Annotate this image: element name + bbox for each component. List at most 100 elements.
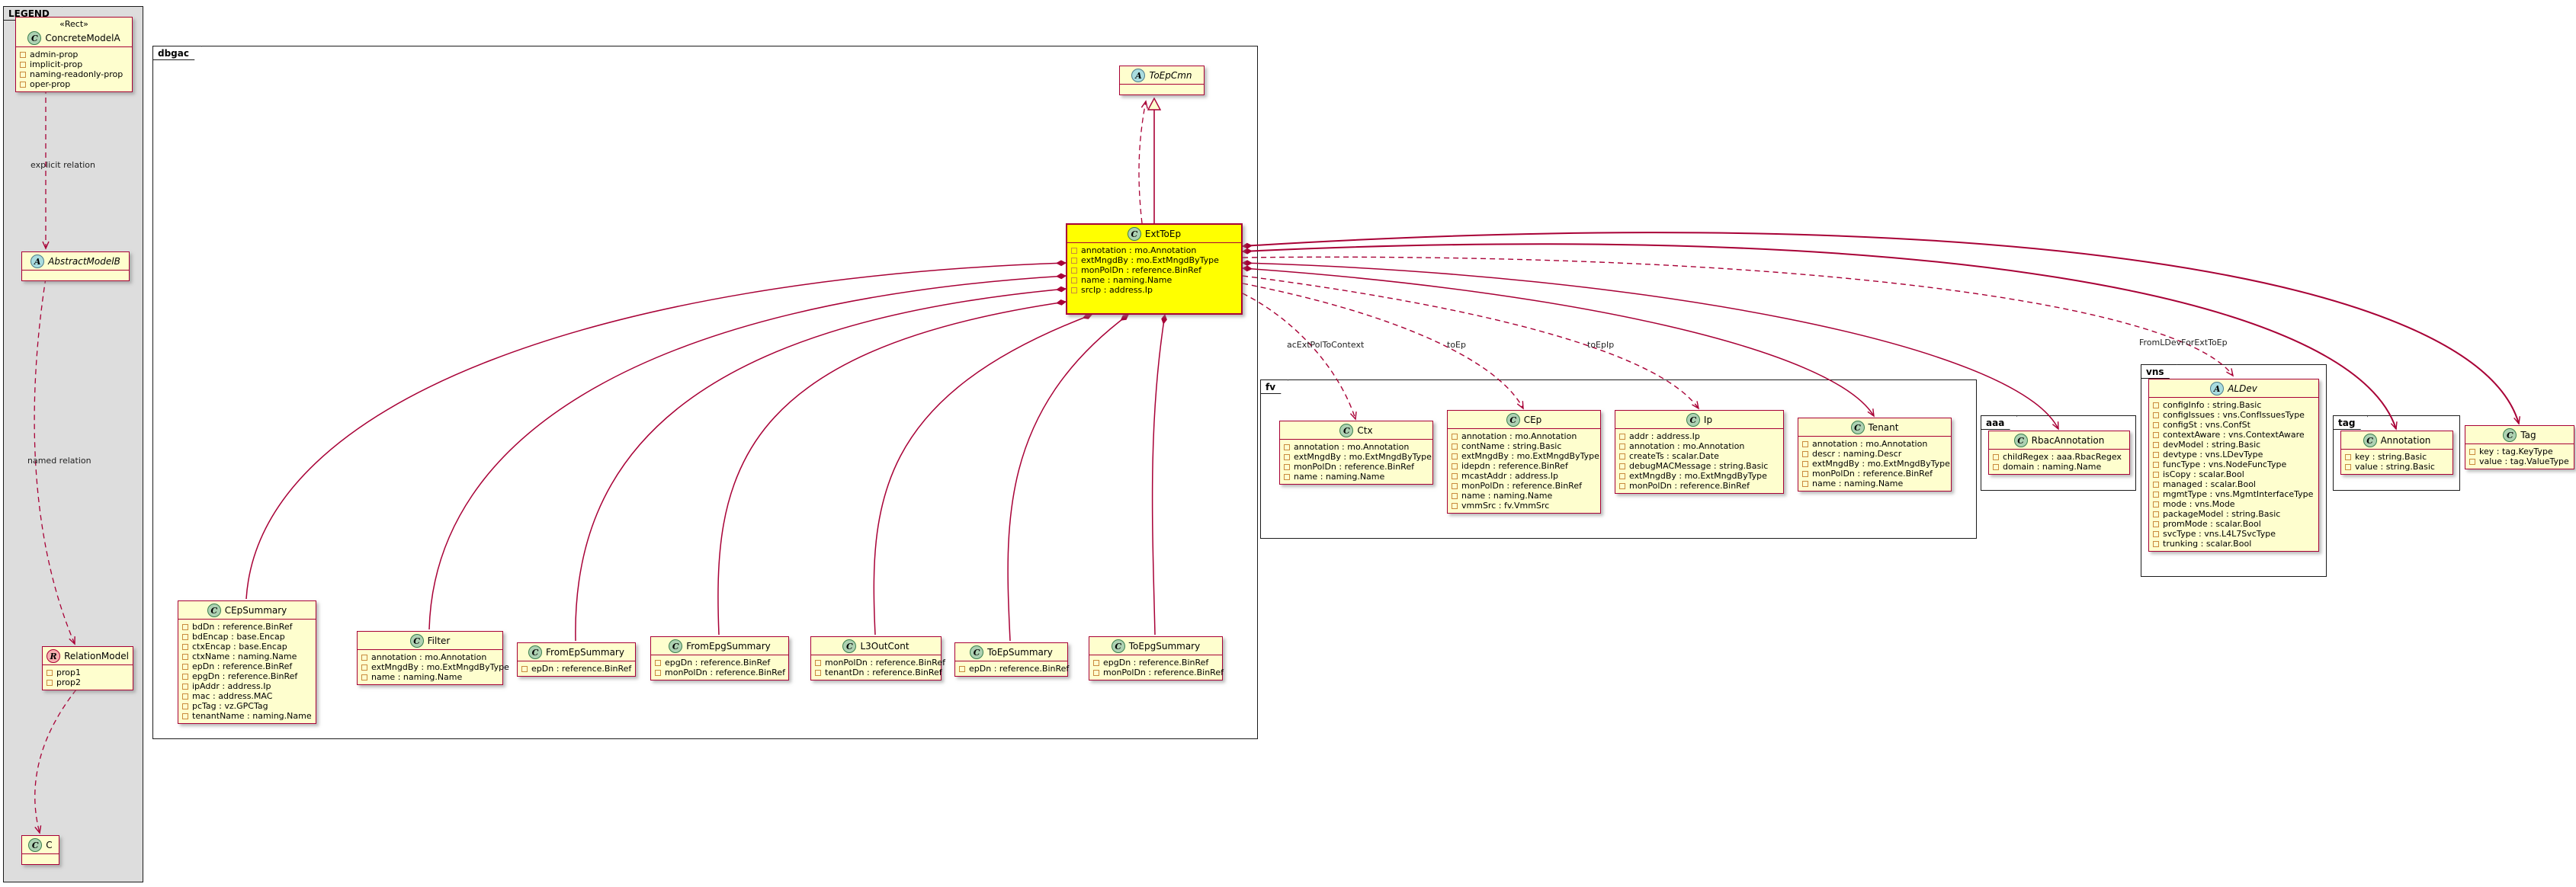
class-name: Tag <box>2520 430 2536 440</box>
class-attribute: isCopy : scalar.Bool <box>2153 469 2315 479</box>
class-spot-icon: C <box>1686 413 1700 427</box>
class-attribute: monPolDn : reference.BinRef <box>1284 462 1429 472</box>
class-attribute: prop2 <box>47 677 129 687</box>
edge-exttoep-aldev <box>1242 256 2234 377</box>
class-attribute: extMngdBy : mo.ExtMngdByType <box>1802 459 1950 469</box>
class-attribute: tenantDn : reference.BinRef <box>815 668 942 677</box>
class-attribute: name : naming.Name <box>1802 479 1947 488</box>
class-attributes: epDn : reference.BinRef <box>955 661 1069 676</box>
class-attribute: extMngdBy : mo.ExtMngdByType <box>361 662 509 672</box>
class-attribute: name : naming.Name <box>1452 491 1596 501</box>
class-attribute: srcIp : address.Ip <box>1071 285 1237 295</box>
class-spot-icon: C <box>528 645 543 659</box>
class-spot-icon: C <box>2503 428 2517 442</box>
class-attribute: oper-prop <box>20 79 128 89</box>
class-spot-icon: A <box>2210 382 2225 395</box>
class-legend-c: C C <box>21 835 59 865</box>
edge-label-toep: toEp <box>1447 340 1466 350</box>
class-attribute: name : naming.Name <box>1284 472 1429 482</box>
class-fromepsummary: C FromEpSummary epDn : reference.BinRef <box>517 642 636 677</box>
class-spot-icon: C <box>1850 421 1865 434</box>
class-attribute: monPolDn : reference.BinRef <box>1619 481 1779 491</box>
class-spot-icon: C <box>207 604 221 617</box>
class-attribute: name : naming.Name <box>361 672 499 682</box>
class-name: ToEpgSummary <box>1128 641 1201 652</box>
class-attribute: funcType : vns.NodeFuncType <box>2153 460 2315 469</box>
class-spot-icon: C <box>409 634 424 648</box>
package-tag-tab: tag <box>2333 415 2368 430</box>
class-attribute: epDn : reference.BinRef <box>521 664 631 674</box>
class-attribute: extMngdBy : mo.ExtMngdByType <box>1452 451 1599 461</box>
class-attribute: epDn : reference.BinRef <box>959 664 1069 674</box>
class-toepcmn: A ToEpCmn <box>1119 66 1205 95</box>
class-spot-icon: C <box>2013 434 2028 447</box>
class-attribute: annotation : mo.Annotation <box>1452 431 1596 441</box>
class-spot-icon: C <box>1506 413 1520 427</box>
class-attribute: devtype : vns.LDevType <box>2153 450 2315 460</box>
package-dbgac: dbgac <box>152 46 1258 739</box>
class-attribute: vmmSrc : fv.VmmSrc <box>1452 501 1596 511</box>
class-attribute: childRegex : aaa.RbacRegex <box>1993 452 2125 462</box>
class-name: ConcreteModelA <box>45 33 120 43</box>
class-name: RelationModel <box>64 651 129 661</box>
class-spot-icon: C <box>669 639 683 653</box>
class-name: AbstractModelB <box>48 256 120 267</box>
class-attribute: annotation : mo.Annotation <box>1619 441 1779 451</box>
class-attribute: monPolDn : reference.BinRef <box>655 668 785 677</box>
class-fromepgsummary: C FromEpgSummary epgDn : reference.BinRe… <box>650 636 789 680</box>
class-name: RbacAnnotation <box>2031 435 2105 446</box>
package-fv-tab: fv <box>1260 379 1288 394</box>
class-spot-icon: C <box>2363 434 2377 447</box>
class-attribute: ctxEncap : base.Encap <box>182 642 312 652</box>
class-attribute: monPolDn : reference.BinRef <box>1802 469 1947 479</box>
class-spot-icon: C <box>842 639 857 653</box>
class-attribute: contName : string.Basic <box>1452 441 1596 451</box>
class-spot-icon: C <box>1127 227 1141 241</box>
class-name: ToEpCmn <box>1149 70 1192 81</box>
class-spot-icon: A <box>30 255 45 268</box>
class-toepsummary: C ToEpSummary epDn : reference.BinRef <box>954 642 1069 677</box>
class-abstractmodelb: A AbstractModelB <box>21 251 130 281</box>
class-attribute: extMngdBy : mo.ExtMngdByType <box>1619 471 1779 481</box>
class-attribute: contextAware : vns.ContextAware <box>2153 430 2315 440</box>
class-name: CEp <box>1523 415 1542 425</box>
class-spot-icon: C <box>1111 639 1125 653</box>
class-attribute: descr : naming.Descr <box>1802 449 1947 459</box>
class-attribute: promMode : scalar.Bool <box>2153 519 2315 529</box>
class-attribute: trunking : scalar.Bool <box>2153 539 2315 549</box>
class-attribute: extMngdBy : mo.ExtMngdByType <box>1071 255 1237 265</box>
class-name: Filter <box>427 636 451 646</box>
class-name: C <box>46 840 53 850</box>
package-dbgac-tab: dbgac <box>152 46 202 60</box>
class-attribute: bdDn : reference.BinRef <box>182 622 312 632</box>
class-attributes: epDn : reference.BinRef <box>518 661 635 676</box>
class-attribute: annotation : mo.Annotation <box>361 652 499 662</box>
class-attribute: domain : naming.Name <box>1993 462 2125 472</box>
class-attribute: name : naming.Name <box>1071 275 1237 285</box>
class-spot-icon: A <box>1131 69 1146 82</box>
class-attribute: createTs : scalar.Date <box>1619 451 1779 461</box>
class-attribute: prop1 <box>47 668 129 677</box>
